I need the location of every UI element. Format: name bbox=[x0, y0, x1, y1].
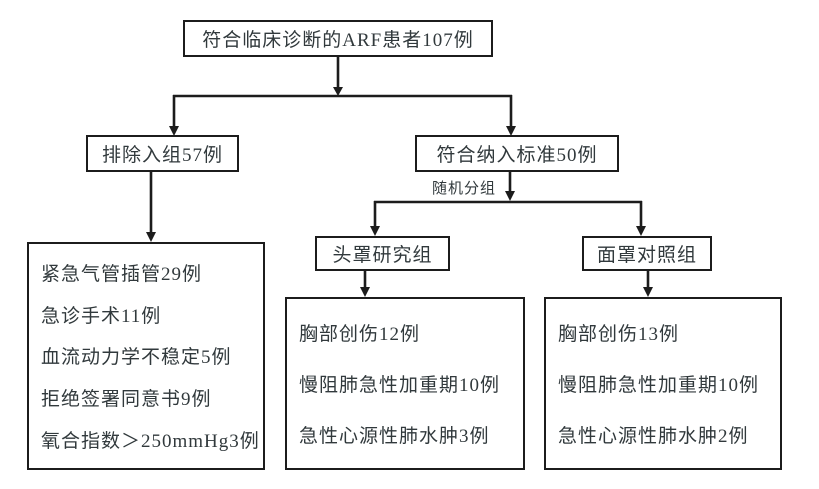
exclusion-detail-item: 血流动力学不稳定5例 bbox=[41, 347, 232, 369]
randomization-label: 随机分组 bbox=[432, 181, 497, 197]
helmet-detail-item: 急性心源性肺水肿3例 bbox=[299, 426, 490, 447]
box-exclusion-details: 紧急气管插管29例 急诊手术11例 血流动力学不稳定5例 拒绝签署同意书9例 氧… bbox=[27, 242, 265, 470]
node-helmet-study-group: 头罩研究组 bbox=[315, 236, 450, 271]
arrowhead bbox=[636, 226, 646, 236]
arrowhead bbox=[505, 191, 515, 201]
arrowhead bbox=[146, 232, 156, 242]
node-helmet-study-group-label: 头罩研究组 bbox=[332, 245, 433, 266]
arrowhead bbox=[333, 87, 343, 96]
arrowhead bbox=[506, 126, 516, 136]
helmet-detail-item: 慢阻肺急性加重期10例 bbox=[299, 375, 501, 396]
connector-excluded-to-details bbox=[146, 172, 156, 242]
box-mask-group-details: 胸部创伤13例 慢阻肺急性加重期10例 急性心源性肺水肿2例 bbox=[544, 297, 782, 470]
arrowhead bbox=[360, 287, 370, 297]
connector-top-split bbox=[169, 57, 516, 136]
exclusion-detail-item: 氧合指数＞250mmHg3例 bbox=[41, 430, 260, 452]
exclusion-detail-item: 紧急气管插管29例 bbox=[41, 264, 203, 286]
node-mask-control-group-label: 面罩对照组 bbox=[596, 245, 697, 266]
mask-detail-item: 慢阻肺急性加重期10例 bbox=[558, 375, 760, 396]
exclusion-detail-item: 拒绝签署同意书9例 bbox=[41, 389, 212, 411]
mask-detail-item: 胸部创伤13例 bbox=[558, 324, 680, 345]
connector-helmet-to-details bbox=[360, 271, 370, 297]
node-excluded-label: 排除入组57例 bbox=[101, 145, 223, 166]
node-excluded: 排除入组57例 bbox=[86, 135, 239, 172]
connector-mask-to-details bbox=[643, 271, 653, 297]
mask-detail-item: 急性心源性肺水肿2例 bbox=[558, 426, 749, 447]
connector-included-to-split bbox=[370, 172, 646, 236]
node-included-label: 符合纳入标准50例 bbox=[436, 145, 598, 166]
node-arf-patients: 符合临床诊断的ARF患者107例 bbox=[183, 20, 493, 57]
arrowhead bbox=[169, 126, 179, 136]
node-arf-patients-label: 符合临床诊断的ARF患者107例 bbox=[202, 30, 474, 51]
arrowhead bbox=[370, 226, 380, 236]
node-mask-control-group: 面罩对照组 bbox=[582, 236, 712, 271]
exclusion-detail-item: 急诊手术11例 bbox=[41, 305, 162, 327]
helmet-detail-item: 胸部创伤12例 bbox=[299, 324, 421, 345]
arrowhead bbox=[643, 287, 653, 297]
box-helmet-group-details: 胸部创伤12例 慢阻肺急性加重期10例 急性心源性肺水肿3例 bbox=[285, 297, 525, 470]
node-included: 符合纳入标准50例 bbox=[415, 135, 619, 172]
